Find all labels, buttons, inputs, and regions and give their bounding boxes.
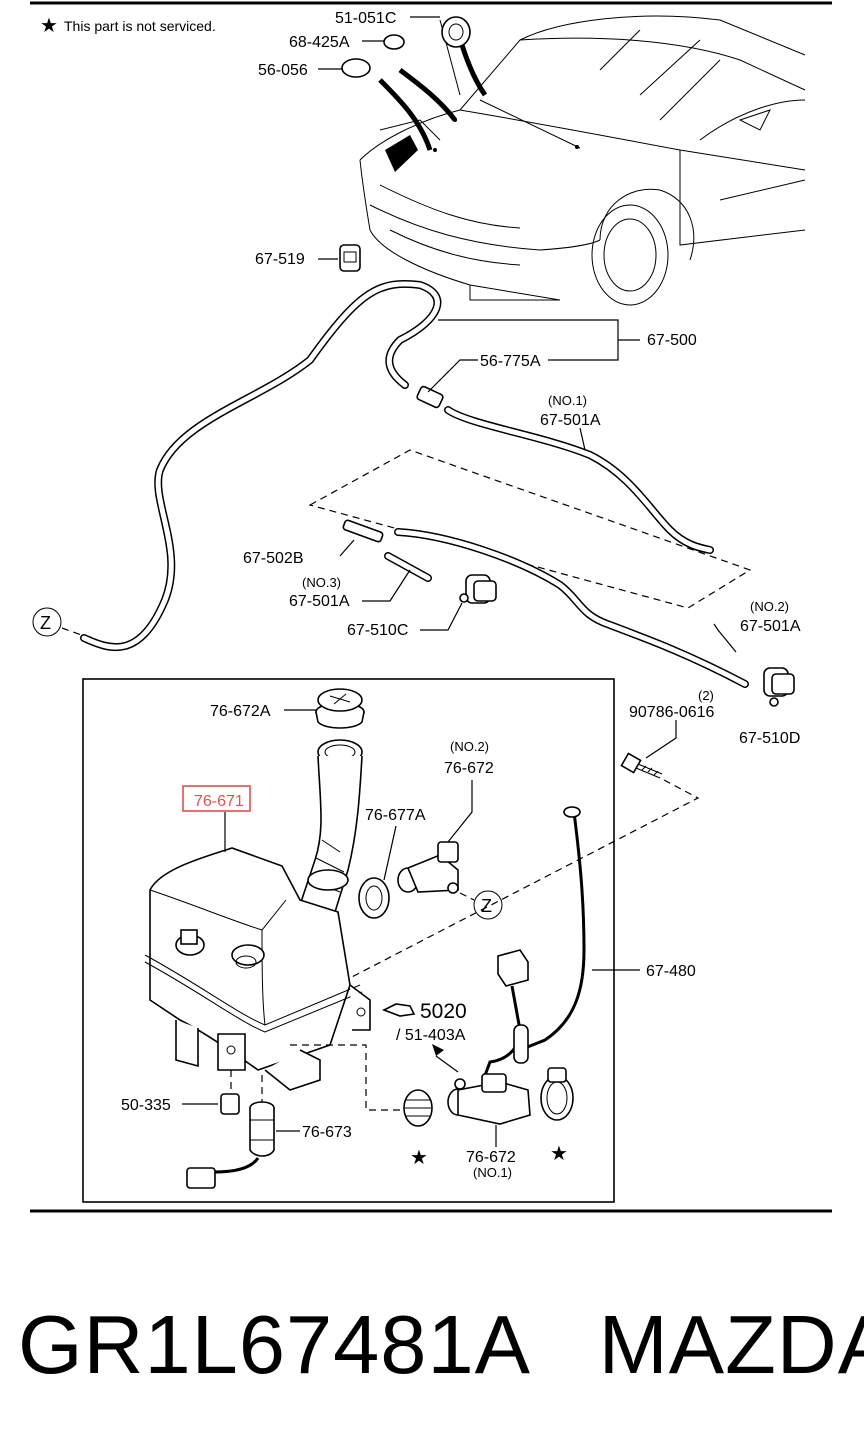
label-67-501a-no3-qty: (NO.3) (302, 575, 341, 590)
car-body-drawing (359, 15, 806, 306)
clip-50-335 (220, 1093, 240, 1115)
label-5020: 5020 (420, 1000, 467, 1023)
hose-clamp (540, 1067, 574, 1121)
hose-67-500 (80, 279, 442, 652)
label-76-672-no2: 76-672 (444, 760, 494, 777)
cap-56-056 (341, 58, 371, 78)
level-sensor-76-673 (186, 1101, 275, 1189)
parts-diagram: ★ This part is not serviced. 51-051C (30, 1, 832, 1213)
z-marker-top-label: Z (40, 613, 51, 633)
filler-neck (298, 739, 363, 913)
label-67-501a-no2: 67-501A (740, 618, 801, 635)
pump-76-672-no2 (397, 841, 459, 894)
cap-68-425a (383, 34, 405, 50)
reservoir-assembly-frame (82, 678, 615, 1203)
z-marker-bottom (473, 890, 503, 920)
label-56-056: 56-056 (258, 62, 308, 79)
note-star: ★ (40, 15, 58, 37)
note-text: This part is not serviced. (64, 18, 216, 34)
label-67-501a-no3: 67-501A (289, 593, 350, 610)
hose-67-501a-no2 (394, 528, 749, 688)
hose-67-501a-no1 (444, 406, 714, 554)
grommet-pump-no1 (403, 1089, 433, 1127)
label-76-672-no1-qty: (NO.1) (473, 1165, 512, 1180)
label-67-510c: 67-510C (347, 622, 408, 639)
nozzle-group-outline (308, 449, 752, 609)
connector-5020-symbol (382, 1003, 416, 1017)
z-marker-top (32, 607, 62, 637)
joint-56-775a (416, 385, 444, 409)
label-76-672a: 76-672A (210, 703, 271, 720)
label-56-775a: 56-775A (480, 353, 541, 370)
star-marker-2: ★ (550, 1143, 568, 1165)
tank-76-671 (144, 847, 371, 1091)
label-76-673: 76-673 (302, 1124, 352, 1141)
label-67-519: 67-519 (255, 251, 305, 268)
label-90786-qty: (2) (698, 688, 714, 703)
bolt-90786-0616 (620, 752, 663, 779)
label-67-501a-no2-qty: (NO.2) (750, 599, 789, 614)
label-76-672-no2-qty: (NO.2) (450, 739, 489, 754)
label-50-335: 50-335 (121, 1097, 171, 1114)
plug-51-051c (441, 16, 471, 48)
clip-67-519 (339, 244, 361, 272)
label-76-671: 76-671 (194, 793, 244, 810)
hose-67-501a-no3 (384, 552, 432, 582)
part-number-caption: GR1L67481A MAZDA (18, 1290, 864, 1400)
cap-76-672a (315, 688, 365, 729)
nozzle-67-510c (459, 574, 497, 604)
label-67-501a-no1: 67-501A (540, 412, 601, 429)
label-51-403a: / 51-403A (396, 1027, 466, 1044)
grommet-76-677a (358, 877, 390, 919)
label-67-480: 67-480 (646, 963, 696, 980)
nozzle-67-510d (763, 667, 795, 707)
label-76-672-no1: 76-672 (466, 1149, 516, 1166)
label-67-501a-no1-qty: (NO.1) (548, 393, 587, 408)
connector-67-502b (342, 519, 384, 543)
pump-76-672-no1 (447, 1073, 531, 1125)
highlight-box-76-671 (182, 785, 251, 812)
z-marker-bottom-label: Z (481, 896, 492, 916)
label-51-051c: 51-051C (335, 10, 396, 27)
label-90786-0616: 90786-0616 (629, 704, 715, 721)
label-76-677a: 76-677A (365, 807, 426, 824)
label-67-502b: 67-502B (243, 550, 304, 567)
hood-lines (378, 78, 433, 151)
label-68-425a: 68-425A (289, 34, 350, 51)
part-number: GR1L67481A (18, 1298, 527, 1391)
star-marker-1: ★ (410, 1147, 428, 1169)
brand-name: MAZDA (598, 1298, 864, 1391)
label-67-500: 67-500 (647, 332, 697, 349)
harness-67-480 (482, 806, 586, 1079)
label-67-510d: 67-510D (739, 730, 800, 747)
